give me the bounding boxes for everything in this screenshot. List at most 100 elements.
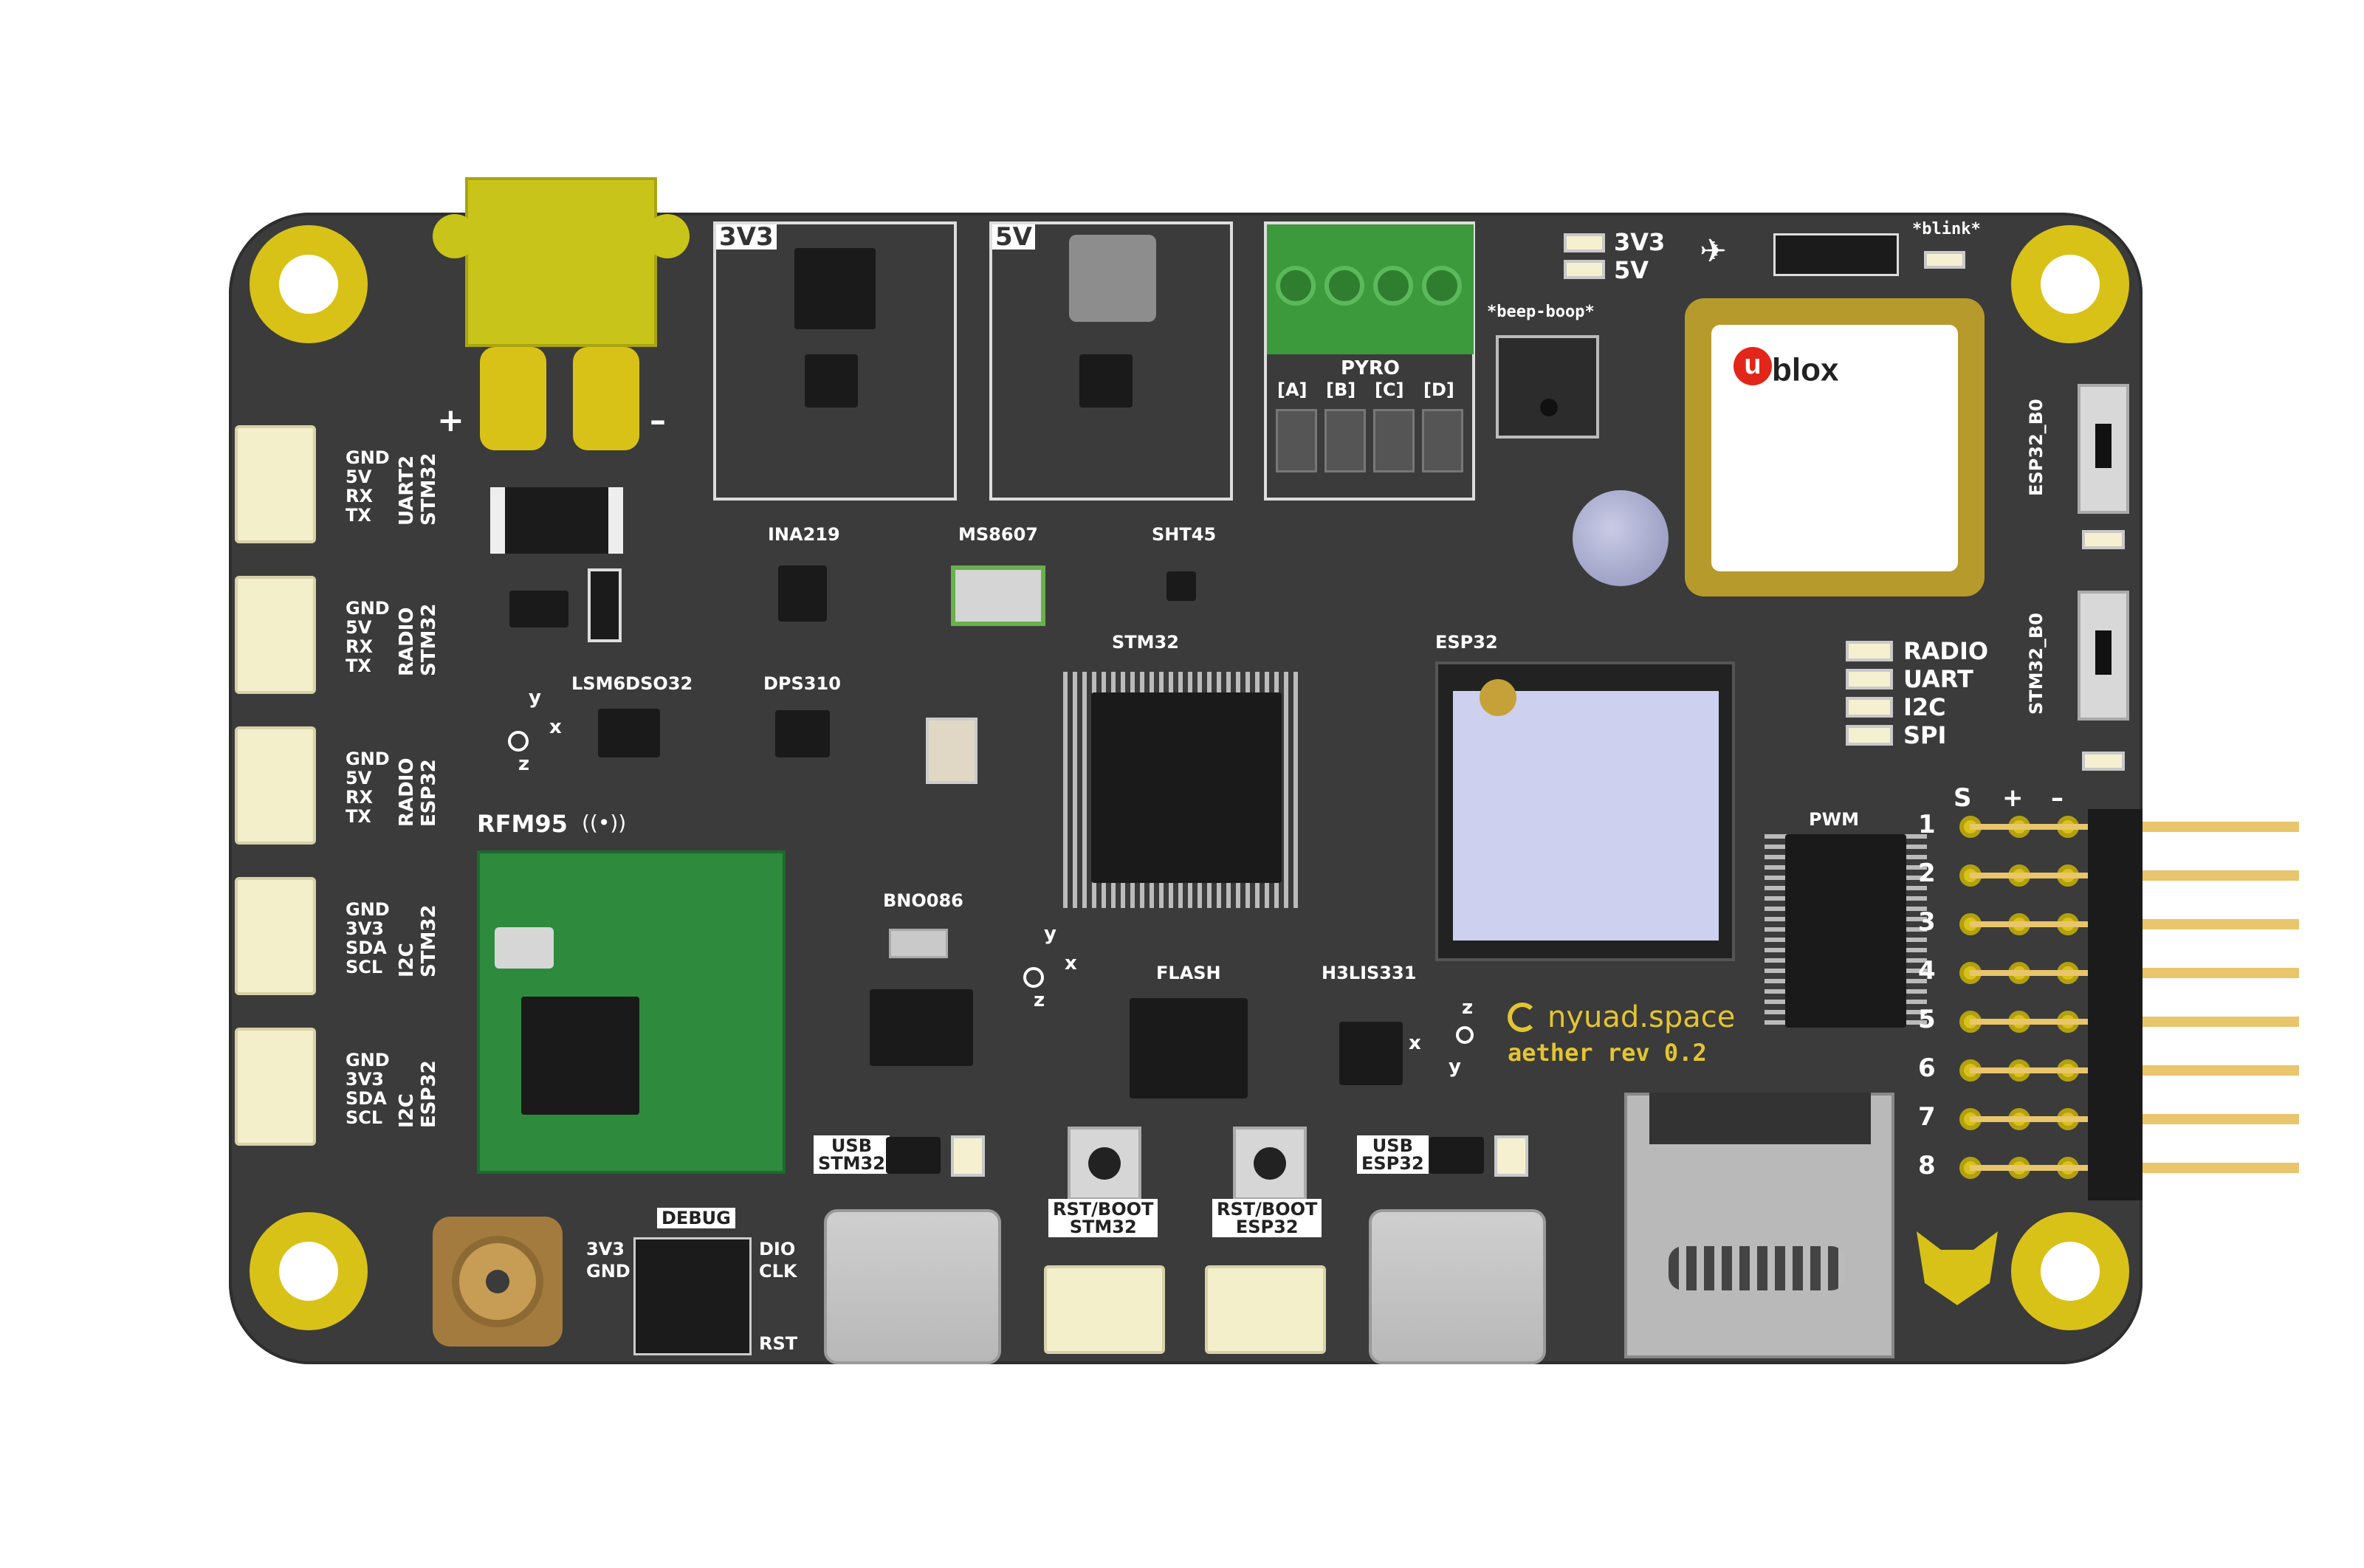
led-esp32-b0 [2082, 530, 2125, 549]
pyro-frame [1264, 221, 1475, 501]
led-stm32-b0 [2082, 752, 2125, 771]
usb-stm32-label-top: USB [831, 1135, 872, 1156]
xt60-connector[interactable] [465, 177, 657, 347]
debug-rst-label: RST [759, 1333, 798, 1354]
sma-connector-pin [486, 1270, 509, 1293]
pin-label: GND [346, 447, 390, 468]
i2c-stm32-label-bottom: STM32 [418, 904, 440, 977]
lsm6dso32-chip [598, 709, 660, 757]
pwm-header-pin [2143, 822, 2299, 832]
jst-reset-stm32[interactable] [1044, 1265, 1165, 1354]
stm32-label: STM32 [1112, 632, 1179, 653]
axis-icon-h3lis: z x y [1409, 997, 1475, 1078]
flash-chip [1130, 998, 1248, 1098]
esp32-b0-label: ESP32_B0 [2026, 399, 2047, 496]
debug-gnd-label: GND [586, 1261, 630, 1282]
debug-3v3-label: 3V3 [586, 1239, 625, 1259]
axis-z-label: z [1034, 989, 1045, 1011]
usb-esp32-esd [1429, 1137, 1484, 1174]
reset-boot-esp32-button[interactable] [1233, 1127, 1307, 1200]
pin-label: SDA [346, 938, 387, 958]
rfm95-crystal [495, 927, 554, 969]
jst-i2c-esp32[interactable] [235, 1028, 316, 1146]
dps310-label: DPS310 [763, 673, 841, 694]
i2c-esp32-label-bottom: ESP32 [418, 1060, 440, 1128]
brand-name: nyuad.space [1547, 1000, 1736, 1034]
debug-header[interactable] [633, 1237, 752, 1355]
rfm95-radio-icon: ((•)) [582, 811, 627, 835]
pwm-row-label: 1 [1918, 810, 1936, 839]
radio-stm32-label: RADIO STM32 [396, 603, 440, 676]
ms8607-chip [951, 565, 1045, 626]
pwm-trace [1970, 1019, 2088, 1025]
rfm95-chip [521, 997, 639, 1115]
pyro-screw-b[interactable] [1324, 266, 1364, 306]
usb-c-esp32-port[interactable] [1369, 1209, 1546, 1364]
pyro-mosfet-d [1422, 409, 1463, 472]
reg-3v3-frame [713, 221, 957, 501]
pwm-chip [1785, 834, 1906, 1028]
jst-radio-stm32[interactable] [235, 576, 316, 694]
switch-esp32-b0-knob [2095, 424, 2112, 468]
pyro-channel-a: [A] [1277, 379, 1308, 400]
fuse [490, 487, 623, 554]
axis-origin [1456, 1026, 1474, 1044]
pin-label: GND [346, 598, 390, 619]
axis-origin [1023, 967, 1044, 988]
sma-connector-thread [452, 1236, 543, 1327]
jst-uart2-stm32[interactable] [235, 425, 316, 543]
pwm-row-label: 7 [1918, 1102, 1936, 1132]
blink-label: *blink* [1912, 220, 1981, 238]
power-plus-label: + [437, 402, 464, 439]
axis-icon-bno: y x z [1009, 923, 1090, 1011]
pwm-label: PWM [1809, 809, 1859, 830]
usb-esp32-label-bottom: ESP32 [1361, 1153, 1424, 1174]
sd-card-opening [1649, 1093, 1871, 1144]
pwm-col-minus: – [2051, 783, 2064, 813]
axis-y-label: y [1449, 1056, 1461, 1078]
pwm-header-pin [2143, 1163, 2299, 1173]
nyuad-logo-icon [1508, 1003, 1537, 1032]
pyro-screw-c[interactable] [1373, 266, 1413, 306]
led-spi-label: SPI [1903, 721, 1947, 749]
ms8607-label: MS8607 [958, 524, 1038, 545]
diode [588, 568, 622, 642]
pwm-trace [1970, 921, 2088, 927]
jst-reset-esp32[interactable] [1205, 1265, 1326, 1354]
led-uart [1846, 669, 1893, 690]
pyro-mosfet-b [1324, 409, 1366, 472]
pwm-header-pin [2143, 1065, 2299, 1076]
dps310-chip [775, 710, 830, 757]
i2c-esp32-pin-labels: GND 3V3 SDA SCL [346, 1051, 390, 1128]
axis-x-label: x [1065, 952, 1077, 974]
pwm-col-plus: + [2002, 783, 2024, 813]
esp32-ufl-connector[interactable] [1480, 679, 1516, 716]
reg-3v3-label: 3V3 [716, 224, 777, 250]
led-i2c-label: I2C [1903, 693, 1946, 721]
stm32-b0-label: STM32_B0 [2026, 613, 2047, 715]
pin-label: SDA [346, 1088, 387, 1109]
jst-i2c-stm32[interactable] [235, 877, 316, 995]
reg-5v-inductor [1069, 235, 1156, 322]
gps-header[interactable] [1773, 233, 1899, 276]
pin-label: RX [346, 787, 373, 808]
led-radio-label: RADIO [1903, 637, 1989, 665]
reg-5v-frame [989, 221, 1233, 501]
usb-stm32-label: USB STM32 [814, 1135, 890, 1174]
jst-radio-esp32[interactable] [235, 726, 316, 845]
usb-c-stm32-port[interactable] [824, 1209, 1001, 1364]
pin-label: 5V [346, 617, 372, 638]
bno086-crystal [889, 929, 948, 958]
pwm-header-pin [2143, 968, 2299, 978]
radio-stm32-label-bottom: STM32 [418, 603, 440, 676]
pin-label: 5V [346, 467, 372, 487]
axis-y-label: y [529, 687, 541, 709]
pyro-screw-d[interactable] [1422, 266, 1462, 306]
pyro-screw-a[interactable] [1276, 266, 1316, 306]
h3lis331-chip [1339, 1022, 1403, 1085]
pin-label: TX [346, 656, 371, 676]
xt60-tab-left [433, 214, 477, 258]
power-minus-label: – [650, 402, 666, 439]
pwm-row-label: 8 [1918, 1151, 1936, 1180]
reset-boot-stm32-button[interactable] [1068, 1127, 1141, 1200]
